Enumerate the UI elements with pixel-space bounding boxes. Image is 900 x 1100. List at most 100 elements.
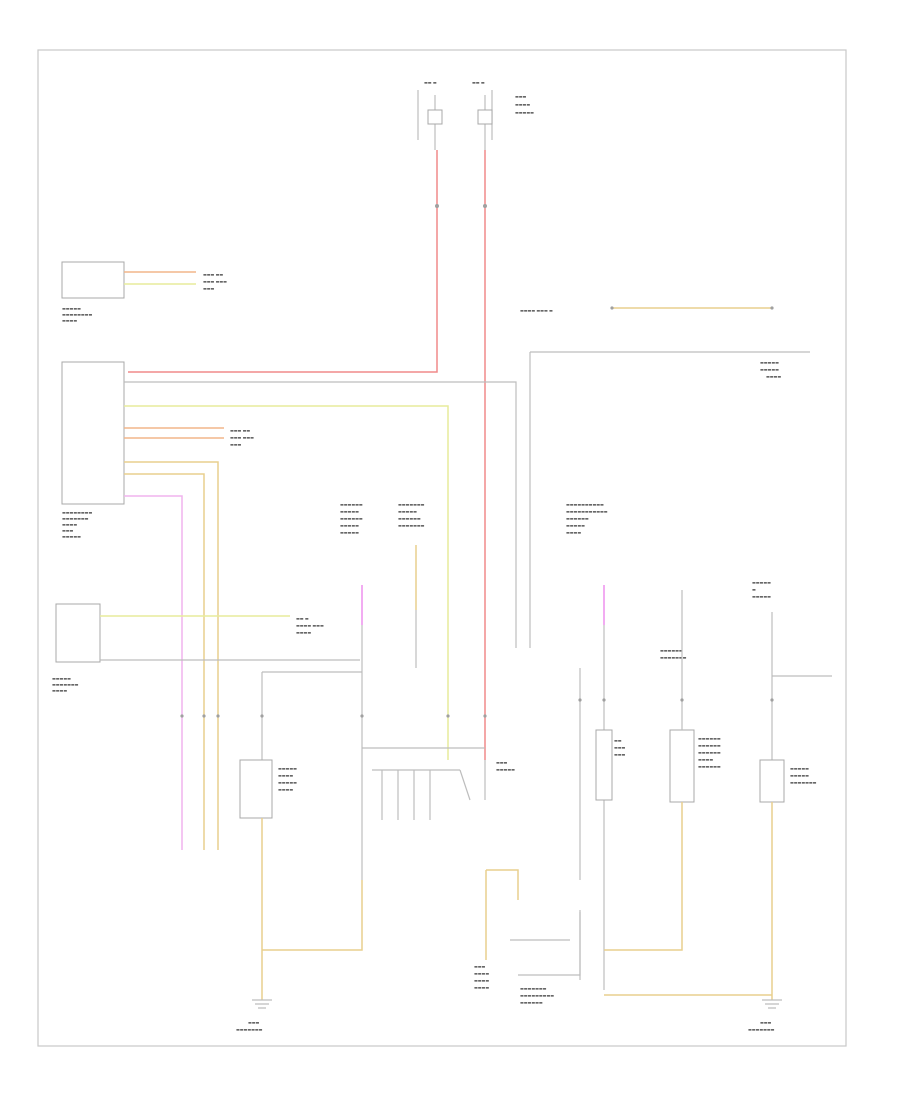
svg-text:▬▬ ▬: ▬▬ ▬: [424, 80, 437, 85]
svg-text:▬▬▬: ▬▬▬: [614, 752, 626, 757]
svg-text:▬▬▬▬▬▬▬▬: ▬▬▬▬▬▬▬▬: [62, 312, 92, 317]
svg-text:▬▬▬▬▬▬▬: ▬▬▬▬▬▬▬: [236, 1027, 263, 1032]
tan-wire-relay-module: [485, 869, 519, 960]
svg-text:▬▬▬▬▬▬▬▬: ▬▬▬▬▬▬▬▬: [62, 510, 92, 515]
svg-text:▬▬▬▬▬▬: ▬▬▬▬▬▬: [566, 516, 589, 521]
svg-text:▬▬▬▬▬▬: ▬▬▬▬▬▬: [698, 764, 721, 769]
svg-text:▬▬▬▬▬: ▬▬▬▬▬: [760, 367, 779, 372]
svg-text:▬▬▬ ▬▬: ▬▬▬ ▬▬: [230, 428, 250, 433]
svg-text:▬▬▬▬▬: ▬▬▬▬▬: [790, 773, 809, 778]
svg-text:▬▬▬▬ ▬▬▬: ▬▬▬▬ ▬▬▬: [296, 623, 324, 628]
svg-text:▬▬▬▬▬: ▬▬▬▬▬: [760, 360, 779, 365]
svg-text:▬▬▬▬: ▬▬▬▬: [474, 971, 489, 976]
svg-text:▬▬▬▬▬: ▬▬▬▬▬: [62, 306, 81, 311]
svg-text:▬▬▬▬▬▬▬: ▬▬▬▬▬▬▬: [790, 780, 817, 785]
svg-text:▬▬▬: ▬▬▬: [760, 1020, 772, 1025]
svg-text:▬▬▬▬: ▬▬▬▬: [278, 787, 293, 792]
svg-text:▬▬▬▬▬: ▬▬▬▬▬: [340, 530, 359, 535]
svg-text:▬▬▬▬▬▬▬: ▬▬▬▬▬▬▬: [398, 523, 425, 528]
svg-text:▬▬▬▬▬: ▬▬▬▬▬: [566, 523, 585, 528]
svg-text:▬▬▬▬: ▬▬▬▬: [52, 688, 67, 693]
svg-text:▬▬▬ ▬▬▬: ▬▬▬ ▬▬▬: [203, 279, 227, 284]
svg-text:▬▬▬▬▬: ▬▬▬▬▬: [62, 534, 81, 539]
grey-wire-bus: [124, 381, 517, 648]
svg-text:▬: ▬: [752, 587, 756, 592]
svg-text:▬▬▬: ▬▬▬: [496, 760, 508, 765]
svg-text:▬▬▬: ▬▬▬: [203, 286, 215, 291]
svg-text:▬▬▬▬▬▬: ▬▬▬▬▬▬: [698, 743, 721, 748]
instrument-cluster-module: [61, 361, 125, 505]
svg-text:▬▬▬▬: ▬▬▬▬: [766, 374, 781, 379]
blower-motor-control-module: [61, 261, 125, 299]
svg-text:▬▬▬▬▬▬▬: ▬▬▬▬▬▬▬: [398, 502, 425, 507]
svg-text:▬▬▬▬▬: ▬▬▬▬▬: [515, 110, 534, 115]
svg-text:▬▬ ▬: ▬▬ ▬: [296, 616, 309, 621]
svg-text:▬▬▬▬▬: ▬▬▬▬▬: [340, 523, 359, 528]
svg-text:▬▬▬▬▬▬▬▬▬: ▬▬▬▬▬▬▬▬▬: [520, 993, 554, 998]
svg-text:▬▬▬▬: ▬▬▬▬: [296, 630, 311, 635]
svg-text:▬▬▬▬▬▬▬: ▬▬▬▬▬▬▬: [520, 986, 547, 991]
connector-markers: [180, 306, 774, 718]
svg-text:▬▬▬▬▬: ▬▬▬▬▬: [398, 509, 417, 514]
pink-wire: [124, 495, 183, 850]
parking-lamp-relay: [759, 759, 785, 803]
svg-text:▬▬▬▬▬▬▬: ▬▬▬▬▬▬▬: [748, 1027, 775, 1032]
svg-text:▬▬▬: ▬▬▬: [230, 442, 242, 447]
diagram-frame: [37, 49, 847, 1047]
svg-text:▬▬▬▬▬: ▬▬▬▬▬: [278, 780, 297, 785]
svg-text:▬▬▬▬▬▬: ▬▬▬▬▬▬: [698, 736, 721, 741]
tan-wire-turn: [604, 802, 683, 951]
ground-left: ▬▬▬ ▬▬▬▬▬▬▬: [236, 999, 272, 1032]
tan-wire-ground-right: [604, 802, 773, 1000]
tan-wire-b: [124, 473, 205, 850]
tan-wire-a: [124, 461, 219, 850]
hazard-switch: [55, 603, 101, 663]
svg-text:▬▬▬▬▬▬▬: ▬▬▬▬▬▬▬: [62, 516, 89, 521]
svg-text:▬▬▬▬ ▬▬▬ ▬: ▬▬▬▬ ▬▬▬ ▬: [520, 308, 553, 313]
svg-text:▬▬▬▬▬: ▬▬▬▬▬: [790, 766, 809, 771]
svg-text:▬▬▬▬: ▬▬▬▬: [62, 318, 77, 323]
svg-text:▬▬▬▬▬: ▬▬▬▬▬: [496, 767, 515, 772]
svg-text:▬▬▬▬▬: ▬▬▬▬▬: [278, 766, 297, 771]
svg-text:▬▬▬▬: ▬▬▬▬: [566, 530, 581, 535]
svg-text:▬▬▬▬: ▬▬▬▬: [474, 985, 489, 990]
svg-text:▬▬▬▬▬: ▬▬▬▬▬: [752, 580, 771, 585]
svg-text:▬▬▬: ▬▬▬: [614, 745, 626, 750]
stop-lamp-switch: [595, 729, 613, 801]
svg-text:▬▬▬: ▬▬▬: [248, 1020, 260, 1025]
svg-text:▬▬▬▬▬▬: ▬▬▬▬▬▬: [340, 516, 363, 521]
svg-text:▬▬▬▬▬▬: ▬▬▬▬▬▬: [698, 750, 721, 755]
svg-text:▬▬▬▬▬▬▬: ▬▬▬▬▬▬▬: [52, 682, 79, 687]
yellow-green-wire: [124, 405, 449, 760]
ground-right: ▬▬▬ ▬▬▬▬▬▬▬: [748, 999, 782, 1032]
svg-text:▬▬▬▬: ▬▬▬▬: [515, 102, 530, 107]
svg-text:▬▬: ▬▬: [614, 738, 622, 743]
svg-text:▬▬▬ ▬▬▬: ▬▬▬ ▬▬▬: [230, 435, 254, 440]
red-wire-power: [128, 150, 438, 373]
svg-text:▬▬▬▬▬▬: ▬▬▬▬▬▬: [660, 648, 683, 653]
svg-text:▬▬▬: ▬▬▬: [515, 94, 527, 99]
svg-text:▬▬▬: ▬▬▬: [474, 964, 486, 969]
svg-text:▬▬▬▬▬▬▬: ▬▬▬▬▬▬▬: [660, 655, 687, 660]
svg-text:▬▬▬▬: ▬▬▬▬: [278, 773, 293, 778]
tan-wire-ground-left: [261, 818, 363, 1000]
fuse-block: ▬▬ ▬ ▬▬ ▬ ▬▬▬ ▬▬▬▬ ▬▬▬▬▬: [417, 80, 534, 150]
svg-text:▬▬▬▬▬▬: ▬▬▬▬▬▬: [398, 516, 421, 521]
headlamp-relay: [239, 759, 273, 819]
svg-text:▬▬▬▬▬: ▬▬▬▬▬: [340, 509, 359, 514]
svg-text:▬▬▬▬▬▬: ▬▬▬▬▬▬: [340, 502, 363, 507]
svg-text:▬▬▬▬▬▬▬▬▬▬: ▬▬▬▬▬▬▬▬▬▬: [566, 502, 604, 507]
svg-text:▬▬▬▬▬: ▬▬▬▬▬: [752, 594, 771, 599]
light-switch: ▬▬▬ ▬▬▬▬▬: [362, 747, 515, 820]
svg-text:▬▬▬▬: ▬▬▬▬: [698, 757, 713, 762]
svg-text:▬▬▬ ▬▬: ▬▬▬ ▬▬: [203, 272, 223, 277]
svg-text:▬▬▬▬: ▬▬▬▬: [474, 978, 489, 983]
svg-text:▬▬▬▬▬▬: ▬▬▬▬▬▬: [520, 1000, 543, 1005]
svg-text:▬▬▬▬▬▬▬▬▬▬▬: ▬▬▬▬▬▬▬▬▬▬▬: [566, 509, 608, 514]
svg-text:▬▬ ▬: ▬▬ ▬: [472, 80, 485, 85]
svg-text:▬▬▬▬: ▬▬▬▬: [62, 522, 77, 527]
svg-text:▬▬▬▬▬: ▬▬▬▬▬: [52, 676, 71, 681]
svg-text:▬▬▬: ▬▬▬: [62, 528, 74, 533]
turn-signal-control-module: [669, 729, 695, 803]
